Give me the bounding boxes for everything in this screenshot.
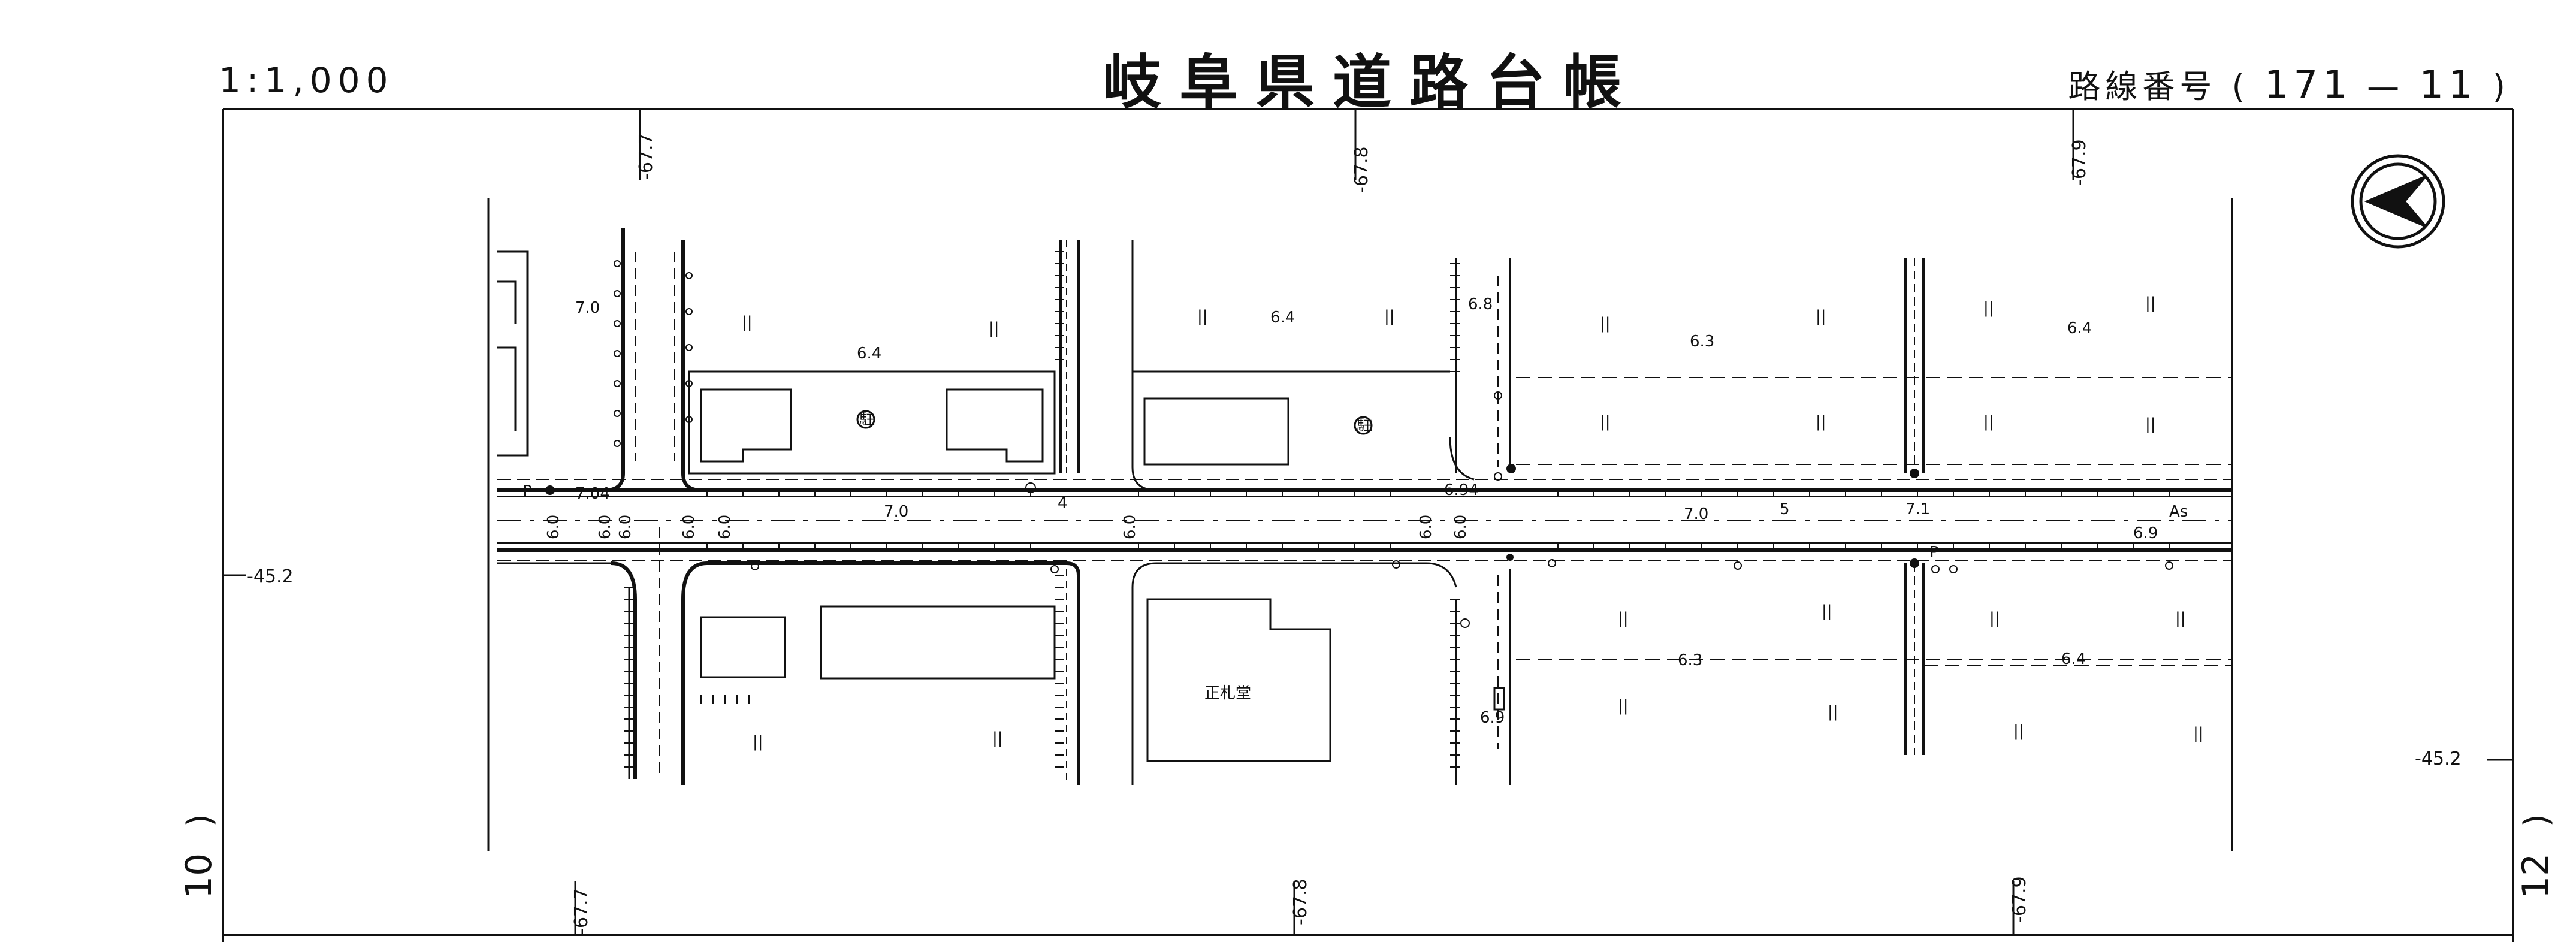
parking-mark-right: P	[1929, 544, 1939, 561]
block-a	[688, 370, 1056, 680]
grass-mark: ||	[2175, 609, 2186, 627]
elevation-7: 7.04	[575, 485, 610, 503]
grid-ticks	[223, 109, 2513, 935]
parking-lot-mark-a: 駐	[859, 410, 875, 428]
sidewalk-markers-left	[614, 260, 693, 447]
side-street-1	[605, 228, 1080, 785]
width-mark-5: 6.0	[716, 515, 734, 539]
route-number-label: 路線番号	[2068, 68, 2217, 105]
elevation-15: 6.9	[1480, 709, 1505, 727]
grass-mark: ||	[1822, 602, 1832, 620]
grid-bottom-tick-2: -67.8	[1290, 878, 1311, 925]
station-number-5: 5	[1780, 500, 1790, 518]
grass-mark: ||	[1618, 609, 1629, 627]
grass-mark: ||	[1384, 307, 1395, 325]
map-title: 岐阜県道路台帳	[1103, 49, 1640, 117]
grass-mark: ||	[989, 319, 999, 337]
elevation-4: 6.8	[1468, 295, 1493, 313]
width-mark-6: 6.0	[1121, 515, 1139, 539]
map-scale: 1:1,000	[219, 60, 394, 101]
curb-ticks	[706, 490, 2170, 550]
grass-mark: ||	[1989, 609, 2000, 627]
utility-poles-filled	[545, 464, 1919, 568]
elevation-13: 6.3	[1678, 651, 1702, 669]
sheet-left-paren: )	[180, 814, 219, 827]
survey-extent-lines	[487, 198, 2233, 851]
width-mark-3: 6.0	[617, 515, 635, 539]
grid-top-tick-3: -67.9	[2069, 139, 2090, 186]
main-road	[497, 479, 2232, 561]
width-mark-7: 6.0	[1417, 515, 1435, 539]
elevation-9: 6.94	[1444, 481, 1479, 499]
route-sub-number: 11	[2419, 63, 2478, 107]
width-mark-4: 6.0	[680, 515, 698, 539]
sheet-left-number: 10	[178, 853, 220, 899]
grass-mark: ||	[2145, 415, 2156, 433]
grid-bottom-tick-1: -67.7	[571, 888, 592, 935]
parking-mark-left: P	[523, 482, 532, 500]
grass-mark: ||	[1618, 697, 1629, 715]
sheet-right-paren: )	[2517, 814, 2556, 827]
grid-top-tick-2: -67.8	[1351, 146, 1372, 193]
elevation-8: 7.0	[884, 503, 908, 521]
width-mark-1: 6.0	[545, 515, 563, 539]
grass-mark: ||	[1983, 413, 1994, 431]
sheet-right-number: 12	[2515, 853, 2557, 899]
grass-mark: ||	[1197, 307, 1208, 325]
route-dash: —	[2367, 68, 2405, 105]
side-street-2	[1059, 240, 1080, 785]
elevation-12: 6.9	[2133, 524, 2158, 542]
elevation-6: 6.4	[2067, 319, 2092, 337]
grass-mark: ||	[1816, 413, 1826, 431]
side-street-3	[1455, 258, 1511, 785]
right-parcels	[1516, 377, 2232, 666]
width-mark-8: 6.0	[1452, 515, 1470, 539]
ditch-hatching	[624, 251, 1460, 768]
grass-mark: ||	[2145, 294, 2156, 312]
grass-mark: ||	[1600, 315, 1611, 333]
grass-mark: ||	[1600, 413, 1611, 431]
elevation-3: 6.4	[1270, 309, 1295, 327]
grass-mark: ||	[1828, 703, 1838, 721]
elevation-2: 6.4	[857, 345, 881, 363]
grass-mark: ||	[2013, 722, 2024, 740]
grass-mark: ||	[753, 733, 763, 751]
grass-mark: ||	[992, 729, 1003, 747]
block-b	[1131, 240, 1475, 785]
elevation-14: 6.4	[2061, 650, 2086, 668]
grid-bottom-tick-3: -67.9	[2009, 876, 2030, 923]
grass-mark: ||	[2193, 724, 2204, 742]
map-frame	[222, 108, 2514, 942]
utility-posts	[751, 391, 2173, 628]
elevation-5: 6.3	[1690, 333, 1714, 351]
station-number-4: 4	[1058, 494, 1068, 512]
north-arrow-icon	[2351, 154, 2445, 249]
route-main-number: 171	[2264, 63, 2352, 107]
width-mark-2: 6.0	[596, 515, 614, 539]
route-open: (	[2231, 68, 2249, 105]
route-number: 路線番号 ( 171 — 11 )	[2068, 60, 2510, 107]
parking-lot-mark-b: 駐	[1357, 416, 1372, 434]
grid-left-tick: -45.2	[247, 566, 294, 587]
grid-top-tick-1: -67.7	[636, 133, 657, 180]
grass-marks: || || || || || || || || || || || || || |…	[742, 294, 2204, 751]
building-name: 正札堂	[1204, 684, 1251, 702]
elevation-11: 7.1	[1905, 500, 1930, 518]
elevation-1: 7.0	[575, 299, 600, 317]
grid-right-tick: -45.2	[2415, 748, 2462, 769]
elevation-10: 7.0	[1684, 505, 1708, 523]
pavement-type: As	[2169, 503, 2188, 521]
side-street-4	[1904, 258, 1925, 755]
route-close: )	[2492, 68, 2510, 105]
grass-mark: ||	[1816, 307, 1826, 325]
grass-mark: ||	[1983, 299, 1994, 317]
grass-mark: ||	[742, 313, 753, 331]
